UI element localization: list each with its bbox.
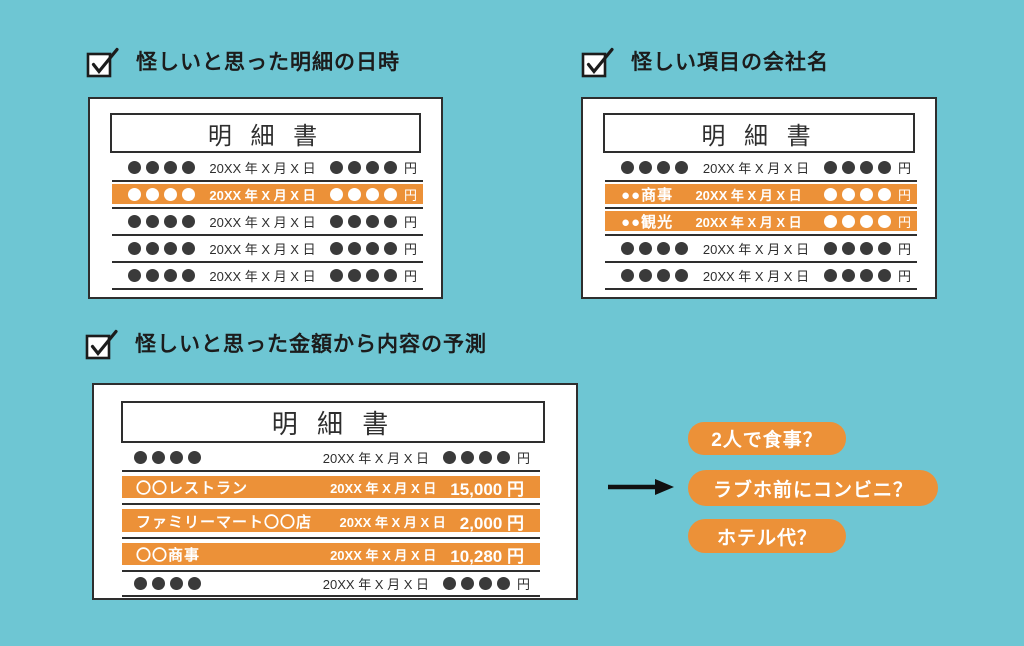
date-text: 20XX 年 X 月 X 日 (322, 577, 429, 592)
date-text: 20XX 年 X 月 X 日 (339, 514, 446, 530)
date-text: 20XX 年 X 月 X 日 (209, 188, 316, 203)
statement-row-highlighted: 〇〇レストラン 20XX 年 X 月 X 日 15,000 円 (122, 472, 540, 505)
masked-dots (134, 451, 201, 464)
statement-card-amount: 明 細 書 20XX 年 X 月 X 日 円 〇〇レストラン 20XX 年 X … (92, 383, 578, 600)
statement-row-highlighted: ファミリーマート〇〇店 20XX 年 X 月 X 日 2,000 円 (122, 505, 540, 539)
statement-row: 20XX 年 X 月 X 日 円 (605, 236, 917, 263)
masked-dots (128, 269, 195, 282)
masked-dots (329, 269, 397, 282)
statement-row: 20XX 年 X 月 X 日 円 (112, 209, 423, 236)
statement-row: 20XX 年 X 月 X 日 円 (122, 445, 540, 472)
yen-label: 円 (897, 242, 911, 257)
masked-dots (128, 161, 195, 174)
statement-card-company: 明 細 書 20XX 年 X 月 X 日 円 ●●商事 20XX 年 X 月 X… (581, 97, 937, 299)
yen-label: 円 (403, 269, 417, 284)
date-text: 20XX 年 X 月 X 日 (322, 451, 429, 466)
yen-label: 円 (403, 242, 417, 257)
checkbox-checked-icon (86, 47, 119, 78)
statement-row-highlighted: ●●商事 20XX 年 X 月 X 日 円 (605, 182, 917, 209)
date-text: 20XX 年 X 月 X 日 (702, 269, 810, 284)
amount-label: 15,000 円 (450, 480, 524, 499)
masked-dots (442, 451, 510, 464)
statement-row: 20XX 年 X 月 X 日 円 (122, 572, 540, 597)
checklist-label: 怪しい項目の会社名 (631, 51, 829, 74)
masked-dots (823, 188, 891, 201)
company-label: ●●観光 (621, 214, 674, 231)
statement-row: 20XX 年 X 月 X 日 円 (112, 263, 423, 290)
yen-label: 円 (403, 188, 417, 203)
date-text: 20XX 年 X 月 X 日 (209, 161, 316, 176)
masked-dots (621, 242, 688, 255)
amount-label: 2,000 円 (459, 513, 524, 533)
date-text: 20XX 年 X 月 X 日 (702, 161, 810, 176)
date-text: 20XX 年 X 月 X 日 (695, 215, 802, 230)
statement-title: 明 細 書 (110, 113, 421, 153)
merchant-label: ファミリーマート〇〇店 (136, 513, 313, 531)
statement-title: 明 細 書 (121, 401, 545, 443)
yen-label: 円 (897, 269, 911, 284)
date-text: 20XX 年 X 月 X 日 (330, 481, 437, 496)
date-text: 20XX 年 X 月 X 日 (695, 188, 802, 203)
statement-row-highlighted: 〇〇商事 20XX 年 X 月 X 日 10,280 円 (122, 539, 540, 572)
checkbox-checked-icon (581, 47, 614, 78)
checklist-item-company: 怪しい項目の会社名 (581, 47, 829, 78)
statement-title: 明 細 書 (603, 113, 915, 153)
masked-dots (128, 188, 195, 201)
masked-dots (329, 161, 397, 174)
masked-dots (621, 269, 688, 282)
company-label: ●●商事 (621, 187, 674, 204)
merchant-label: 〇〇レストラン (136, 480, 249, 497)
yen-label: 円 (516, 451, 530, 466)
date-text: 20XX 年 X 月 X 日 (330, 548, 437, 563)
statement-card-datetime: 明 細 書 20XX 年 X 月 X 日 円 20XX 年 X 月 X 日 円 … (88, 97, 443, 299)
checklist-item-datetime: 怪しいと思った明細の日時 (86, 47, 400, 78)
masked-dots (621, 161, 688, 174)
date-text: 20XX 年 X 月 X 日 (209, 242, 316, 257)
masked-dots (823, 269, 891, 282)
guess-badge-meal: 2人で食事？ (688, 422, 846, 455)
masked-dots (128, 242, 195, 255)
statement-row: 20XX 年 X 月 X 日 円 (605, 263, 917, 290)
checklist-label: 怪しいと思った明細の日時 (136, 51, 400, 74)
statement-row-highlighted: ●●観光 20XX 年 X 月 X 日 円 (605, 209, 917, 236)
masked-dots (329, 242, 397, 255)
date-text: 20XX 年 X 月 X 日 (209, 269, 316, 284)
yen-label: 円 (403, 161, 417, 176)
merchant-label: 〇〇商事 (136, 547, 201, 564)
date-text: 20XX 年 X 月 X 日 (702, 242, 810, 257)
date-text: 20XX 年 X 月 X 日 (209, 215, 316, 230)
guess-badge-hotel: ホテル代？ (688, 519, 846, 553)
yen-label: 円 (403, 215, 417, 230)
yen-label: 円 (897, 188, 911, 203)
yen-label: 円 (897, 215, 911, 230)
statement-row: 20XX 年 X 月 X 日 円 (112, 155, 423, 182)
masked-dots (442, 577, 510, 590)
statement-row: 20XX 年 X 月 X 日 円 (112, 236, 423, 263)
masked-dots (823, 242, 891, 255)
guess-badge-konbini: ラブホ前にコンビニ？ (688, 470, 938, 506)
yen-label: 円 (516, 577, 530, 592)
masked-dots (823, 161, 891, 174)
checklist-label: 怪しいと思った金額から内容の予測 (135, 333, 487, 356)
amount-label: 10,280 円 (450, 547, 524, 566)
checkbox-checked-icon (85, 329, 118, 360)
masked-dots (329, 188, 397, 201)
statement-row-highlighted: 20XX 年 X 月 X 日 円 (112, 182, 423, 209)
statement-row: 20XX 年 X 月 X 日 円 (605, 155, 917, 182)
masked-dots (823, 215, 891, 228)
arrow-right-icon (608, 479, 674, 495)
yen-label: 円 (897, 161, 911, 176)
checklist-item-amount: 怪しいと思った金額から内容の予測 (85, 329, 487, 360)
masked-dots (329, 215, 397, 228)
masked-dots (128, 215, 195, 228)
masked-dots (134, 577, 201, 590)
